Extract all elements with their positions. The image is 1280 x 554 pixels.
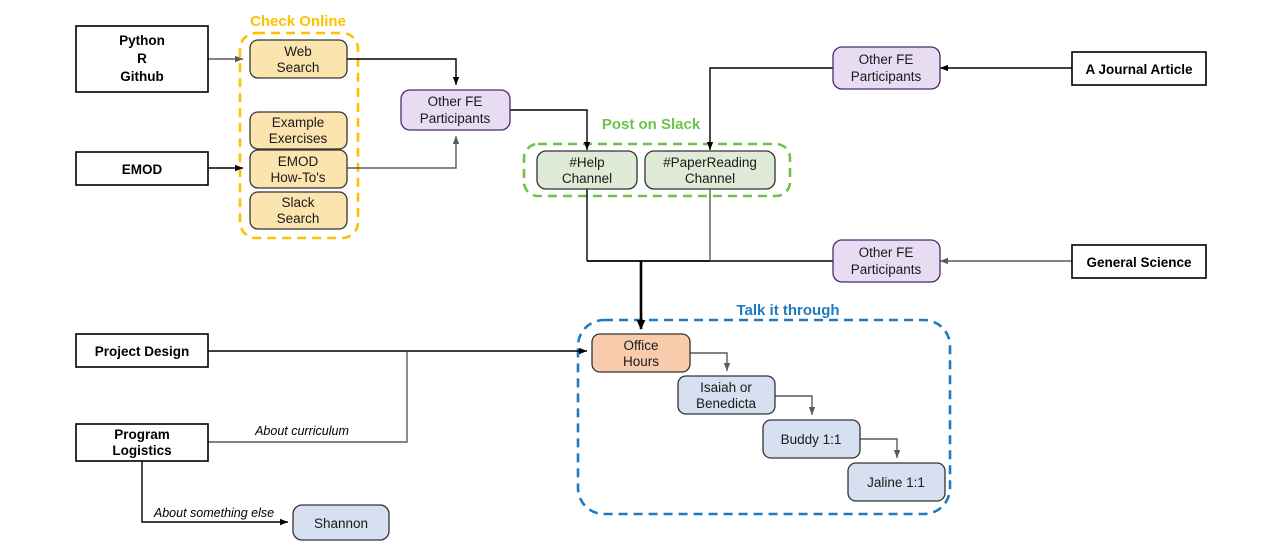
node-project-design[interactable]: Project Design <box>75 333 209 368</box>
node-python-r-github[interactable]: Python R Github <box>75 25 209 93</box>
node-emod[interactable]: EMOD <box>75 151 209 186</box>
paper-reading-channel-line1: #PaperReading <box>663 155 757 170</box>
paper-reading-channel-line2: Channel <box>685 171 735 186</box>
node-slack-search[interactable]: Slack Search <box>249 191 348 230</box>
edge-other-fe-to-help-channel <box>510 109 591 150</box>
emod-box[interactable] <box>75 151 209 186</box>
other-fe-top-right-line2: Participants <box>851 69 922 84</box>
jaline-box[interactable] <box>847 462 946 502</box>
paper-reading-channel-box[interactable] <box>644 150 776 190</box>
node-other-fe-participants-top-right[interactable]: Other FE Participants <box>832 46 941 90</box>
buddy-label: Buddy 1:1 <box>781 432 842 447</box>
edge-office-hours-to-isaiah <box>690 352 731 371</box>
project-design-label: Project Design <box>95 344 190 359</box>
web-search-box[interactable] <box>249 39 348 79</box>
journal-article-label: A Journal Article <box>1085 62 1193 77</box>
node-paper-reading-channel[interactable]: #PaperReading Channel <box>644 150 776 190</box>
slack-search-line1: Slack <box>281 195 314 210</box>
office-hours-line1: Office <box>623 338 658 353</box>
project-design-box[interactable] <box>75 333 209 368</box>
node-other-fe-participants-middle[interactable]: Other FE Participants <box>400 89 511 131</box>
node-emod-howtos[interactable]: EMOD How-To's <box>249 149 348 189</box>
example-exercises-line2: Exercises <box>269 131 328 146</box>
other-fe-bottom-right-line1: Other FE <box>859 245 914 260</box>
buddy-box[interactable] <box>762 419 861 459</box>
node-program-logistics[interactable]: Program Logistics <box>75 423 209 462</box>
python-r-github-box[interactable] <box>75 25 209 93</box>
jaline-label: Jaline 1:1 <box>867 475 925 490</box>
other-fe-bottom-right-box[interactable] <box>832 239 941 283</box>
edge-buddy-to-jaline <box>860 438 901 458</box>
web-search-line2: Search <box>277 60 320 75</box>
shannon-label: Shannon <box>314 516 368 531</box>
other-fe-middle-line1: Other FE <box>428 94 483 109</box>
office-hours-box[interactable] <box>591 333 691 373</box>
edge-isaiah-to-buddy <box>775 395 816 415</box>
emod-label: EMOD <box>122 162 163 177</box>
isaiah-benedicta-line1: Isaiah or <box>700 380 752 395</box>
other-fe-bottom-right-line2: Participants <box>851 262 922 277</box>
shannon-box[interactable] <box>292 504 390 541</box>
node-example-exercises[interactable]: Example Exercises <box>249 111 348 150</box>
emod-howtos-line1: EMOD <box>278 154 319 169</box>
group-check-online: Check Online <box>238 13 360 240</box>
check-online-label: Check Online <box>250 13 346 30</box>
emod-howtos-line2: How-To's <box>270 170 325 185</box>
help-channel-line1: #Help <box>569 155 604 170</box>
general-science-box[interactable] <box>1071 244 1207 279</box>
edge-label-about-curriculum: About curriculum <box>254 424 349 438</box>
post-on-slack-label: Post on Slack <box>602 116 701 133</box>
group-talk-it-through: Talk it through <box>576 302 952 516</box>
python-label: Python <box>119 33 165 48</box>
edge-web-search-to-other-fe <box>347 58 460 85</box>
talk-it-through-label: Talk it through <box>736 302 839 319</box>
edge-label-about-something-else: About something else <box>153 506 274 520</box>
group-post-on-slack: Post on Slack <box>522 116 792 198</box>
emod-howtos-box[interactable] <box>249 149 348 189</box>
help-channel-box[interactable] <box>536 150 638 190</box>
example-exercises-line1: Example <box>272 115 325 130</box>
slack-search-box[interactable] <box>249 191 348 230</box>
web-search-line1: Web <box>284 44 312 59</box>
program-logistics-line1: Program <box>114 427 170 442</box>
general-science-label: General Science <box>1086 255 1192 270</box>
other-fe-middle-box[interactable] <box>400 89 511 131</box>
office-hours-line2: Hours <box>623 354 659 369</box>
node-jaline-one-on-one[interactable]: Jaline 1:1 <box>847 462 946 502</box>
edge-program-logistics-to-shannon <box>141 460 288 526</box>
help-channel-line2: Channel <box>562 171 612 186</box>
node-other-fe-participants-bottom-right[interactable]: Other FE Participants <box>832 239 941 283</box>
program-logistics-box[interactable] <box>75 423 209 462</box>
isaiah-benedicta-line2: Benedicta <box>696 396 757 411</box>
example-exercises-box[interactable] <box>249 111 348 150</box>
edge-program-logistics-to-office-hours <box>208 352 408 443</box>
node-journal-article[interactable]: A Journal Article <box>1071 51 1207 86</box>
check-online-container <box>238 31 360 240</box>
other-fe-top-right-line1: Other FE <box>859 52 914 67</box>
journal-article-box[interactable] <box>1071 51 1207 86</box>
node-web-search[interactable]: Web Search <box>249 39 348 79</box>
slack-search-line2: Search <box>277 211 320 226</box>
post-on-slack-container <box>522 142 792 198</box>
node-shannon[interactable]: Shannon <box>292 504 390 541</box>
node-isaiah-or-benedicta[interactable]: Isaiah or Benedicta <box>677 375 776 415</box>
node-help-channel[interactable]: #Help Channel <box>536 150 638 190</box>
edge-emod-howtos-to-other-fe <box>347 136 460 169</box>
other-fe-middle-line2: Participants <box>420 111 491 126</box>
edge-other-fe-top-to-paper-channel <box>706 67 833 150</box>
r-label: R <box>137 51 147 66</box>
github-label: Github <box>120 69 164 84</box>
node-office-hours[interactable]: Office Hours <box>591 333 691 373</box>
node-buddy-one-on-one[interactable]: Buddy 1:1 <box>762 419 861 459</box>
isaiah-benedicta-box[interactable] <box>677 375 776 415</box>
program-logistics-line2: Logistics <box>112 443 171 458</box>
other-fe-top-right-box[interactable] <box>832 46 941 90</box>
node-general-science[interactable]: General Science <box>1071 244 1207 279</box>
